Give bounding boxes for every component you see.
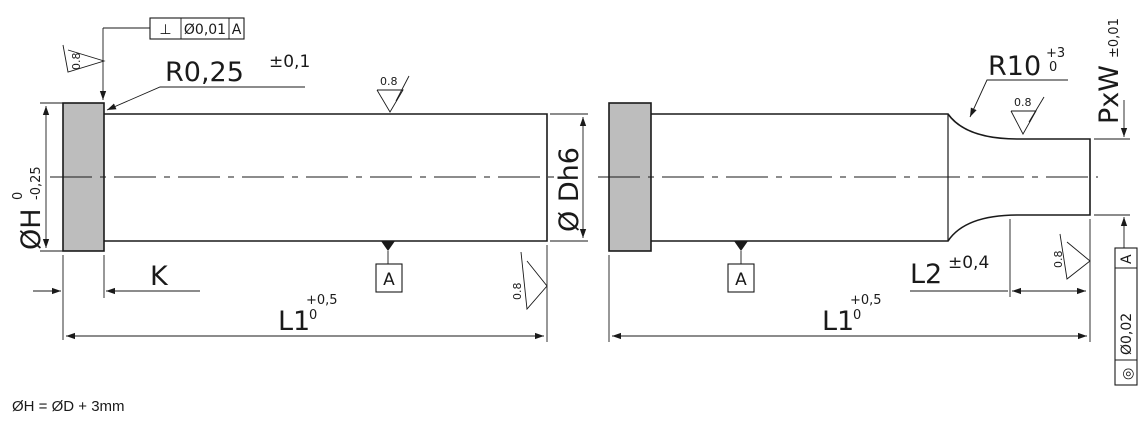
radius-right-main: R10 — [988, 51, 1041, 82]
datum-feature-right: A — [727, 241, 755, 293]
dimension-l2: L2 ±0,4 — [910, 219, 1086, 297]
dimension-head-diameter: ØH 0 -0,25 — [11, 102, 63, 252]
radius-left-tol: ±0,1 — [269, 52, 310, 72]
roughness-symbol-shank-top: 0.8 — [376, 75, 410, 113]
left-punch — [50, 102, 560, 252]
roughness-value: 0.8 — [511, 283, 524, 301]
dia-head-upper: 0 — [11, 192, 26, 200]
concentricity-value: Ø0,02 — [1119, 313, 1135, 355]
radius-right-lower: 0 — [1049, 60, 1057, 75]
dimension-shank-diameter: Ø Dh6 — [550, 113, 588, 242]
dim-l1-lower: 0 — [309, 308, 317, 323]
left-punch-shank — [104, 113, 548, 242]
radius-right-upper: +3 — [1046, 46, 1065, 61]
point-size-tol: ±0,01 — [1107, 18, 1122, 58]
dim-l1-upper: +0,5 — [850, 293, 882, 308]
dimension-point-size: PxW ±0,01 — [1094, 18, 1130, 248]
roughness-symbol-head: 0.8 — [62, 44, 106, 73]
roughness-symbol-tip: 0.8 — [1010, 96, 1045, 135]
tolerance-frame-perpendicularity: ⊥ Ø0,01 A — [99, 17, 245, 100]
dim-l1-main: L1 — [822, 306, 854, 337]
perpendicularity-symbol: ⊥ — [159, 22, 171, 38]
right-punch-body — [651, 113, 1091, 242]
datum-label: A — [735, 270, 747, 290]
roughness-symbol-general-right: 0.8 — [1052, 233, 1091, 280]
dim-k-label: K — [150, 261, 169, 292]
dia-head-main: ØH — [16, 208, 47, 250]
dia-shank-label: Ø Dh6 — [554, 147, 585, 232]
roughness-value: 0.8 — [1014, 96, 1032, 109]
roughness-value: 0.8 — [380, 75, 398, 88]
point-size-main: PxW — [1094, 65, 1125, 124]
radius-callout-left: R0,25 ±0,1 — [106, 52, 310, 111]
concentricity-datum: A — [1119, 254, 1135, 264]
dim-l2-tol: ±0,4 — [948, 253, 989, 273]
radius-left-main: R0,25 — [165, 57, 244, 88]
dim-l2-main: L2 — [910, 259, 942, 290]
roughness-value: 0.8 — [70, 53, 83, 71]
perpendicularity-datum: A — [232, 22, 242, 38]
dia-head-lower: -0,25 — [29, 166, 44, 200]
tolerance-frame-concentricity: A Ø0,02 ◎ — [1114, 247, 1138, 386]
roughness-value: 0.8 — [1052, 251, 1065, 269]
roughness-symbol-general-left: 0.8 — [511, 251, 548, 311]
dimension-l1-right: L1 +0,5 0 — [608, 219, 1091, 342]
formula-note: ØH = ØD + 3mm — [12, 398, 125, 415]
concentricity-symbol: ◎ — [1120, 368, 1136, 380]
dim-l1-main: L1 — [278, 306, 310, 337]
dimension-l1-left: L1 +0,5 0 — [66, 245, 548, 342]
datum-label: A — [383, 270, 395, 290]
right-punch — [598, 102, 1098, 252]
dim-l1-lower: 0 — [853, 308, 861, 323]
datum-feature-left: A — [375, 241, 403, 293]
perpendicularity-value: Ø0,01 — [184, 22, 226, 38]
dimension-k: K — [33, 255, 200, 340]
radius-callout-right: R10 +3 0 — [969, 46, 1068, 118]
dim-l1-upper: +0,5 — [306, 293, 338, 308]
